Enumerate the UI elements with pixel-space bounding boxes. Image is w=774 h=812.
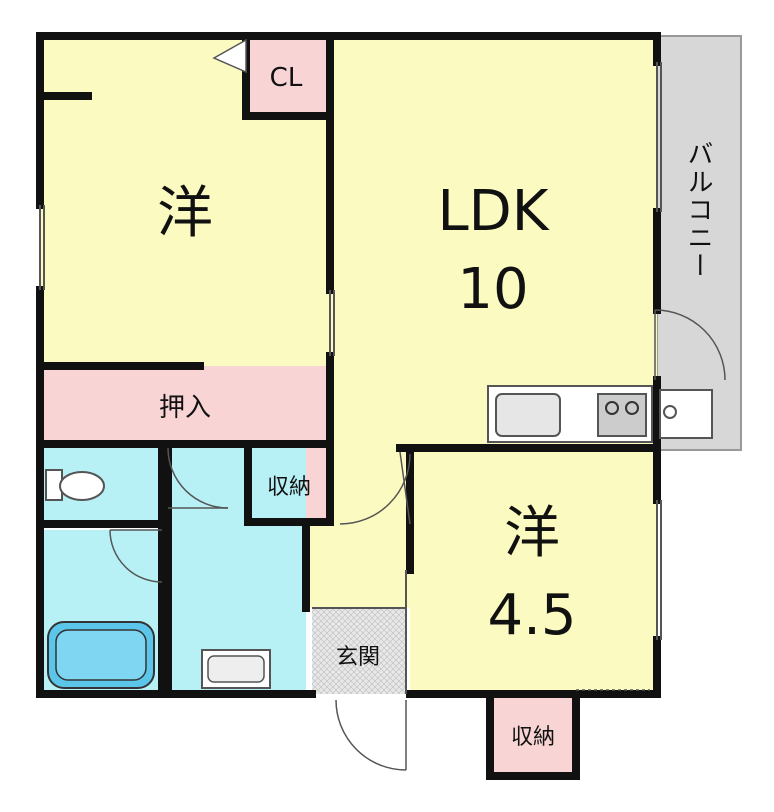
balcony-label: バルコニー bbox=[683, 140, 713, 280]
washer-pan-icon bbox=[659, 389, 713, 439]
western-room-2-size: 4.5 bbox=[487, 583, 576, 648]
closet-cl-floor bbox=[246, 36, 326, 116]
kitchen-counter bbox=[487, 385, 653, 443]
door-swings bbox=[109, 38, 726, 771]
entrance-floor bbox=[312, 608, 406, 694]
storage-hall-label: 収納 bbox=[267, 475, 311, 500]
closet-cl-label: CL bbox=[270, 63, 303, 93]
western-room-2-floor bbox=[410, 448, 657, 694]
storage-bottom-floor bbox=[490, 694, 576, 776]
stove-icon bbox=[597, 393, 647, 437]
walls bbox=[36, 32, 661, 780]
washbasin-icon bbox=[201, 649, 271, 689]
oshiire-label: 押入 bbox=[159, 393, 211, 423]
western-room-2-label: 洋 bbox=[504, 501, 560, 566]
western-room-1-label: 洋 bbox=[157, 181, 213, 246]
entrance-label: 玄関 bbox=[336, 645, 380, 670]
ldk-floor bbox=[330, 36, 657, 448]
toilet-icon bbox=[45, 469, 105, 501]
sink-icon bbox=[495, 393, 561, 437]
ldk-label: LDK bbox=[437, 179, 549, 244]
ldk-size: 10 bbox=[457, 257, 528, 322]
oshiire-floor bbox=[40, 366, 330, 444]
windows bbox=[39, 62, 662, 694]
storage-bottom-label: 収納 bbox=[511, 725, 555, 750]
balcony-area bbox=[656, 35, 742, 451]
bathtub-icon bbox=[47, 621, 155, 689]
